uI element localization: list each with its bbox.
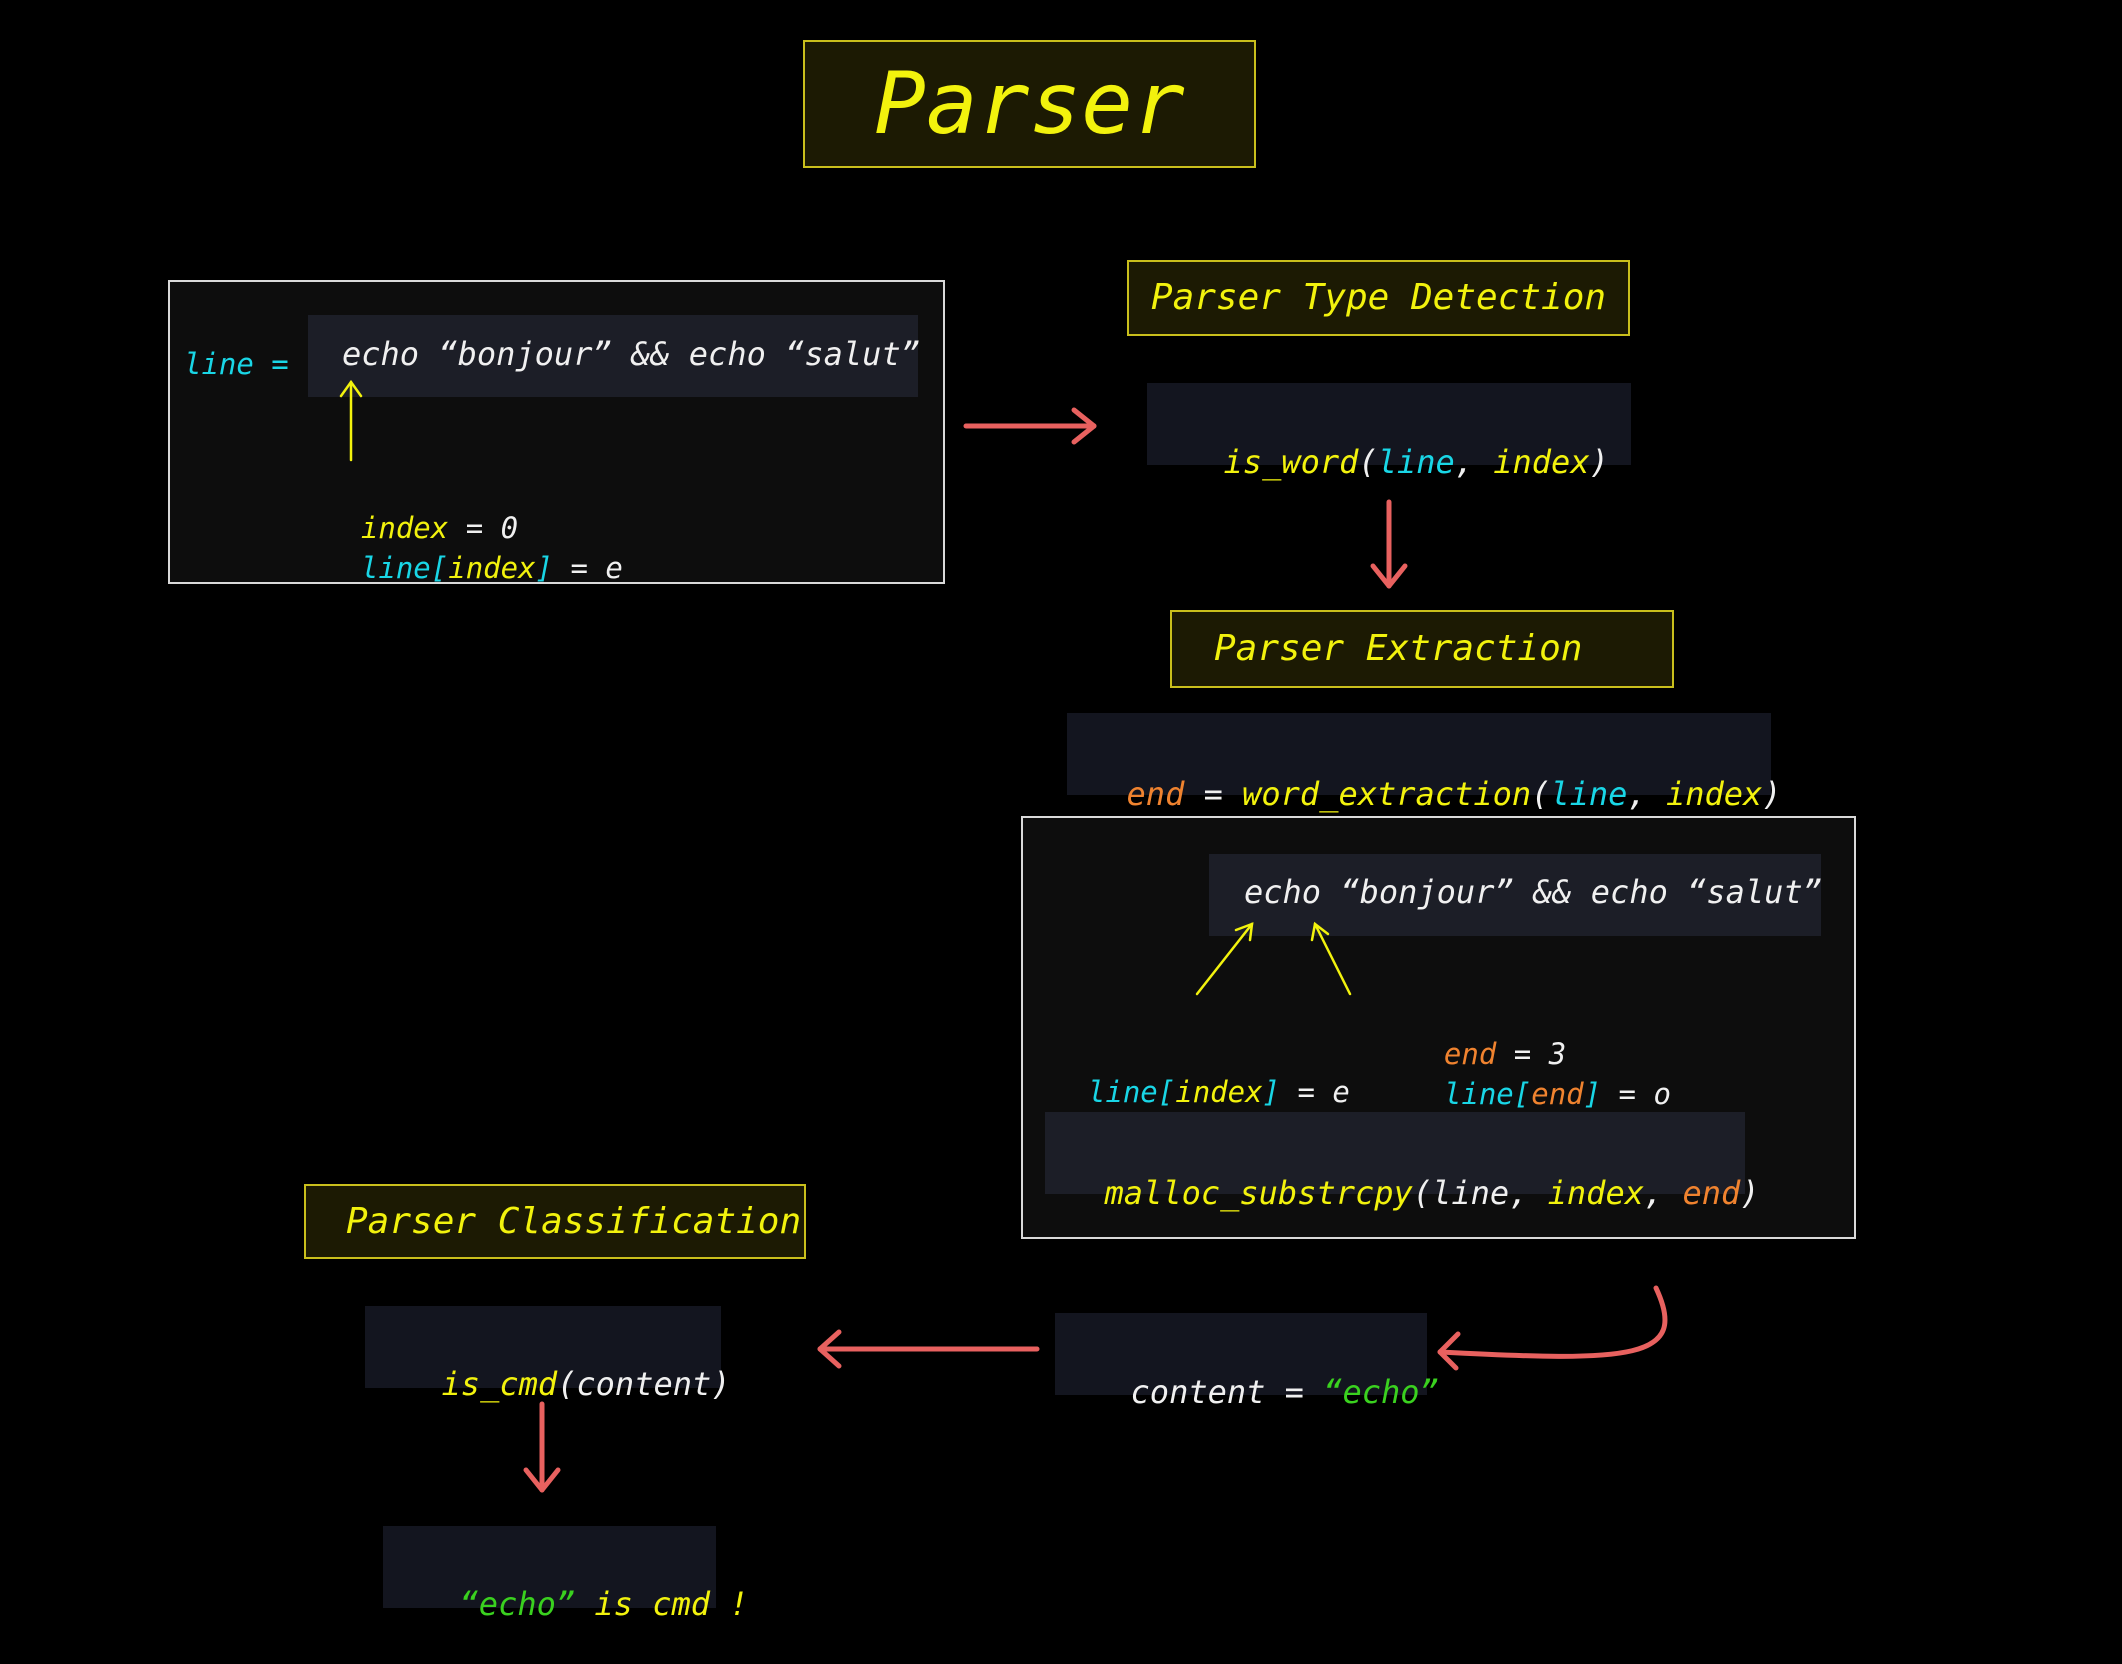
extraction-title-box: [1170, 610, 1674, 688]
detection-title-box: [1127, 260, 1630, 336]
is-word-call: is_word(line, index): [1185, 402, 1609, 482]
line-value: echo “bonjour” && echo “salut”: [342, 335, 920, 373]
bracket-close: ]: [1262, 1075, 1281, 1109]
flow-arrow-down-2: [523, 1401, 561, 1493]
result-text: “echo” is cmd !: [421, 1544, 749, 1624]
char-eq: = e: [1280, 1075, 1350, 1109]
index-value-label: index = 0: [326, 474, 518, 546]
result-block: [383, 1526, 716, 1608]
index-ref: index: [1175, 1075, 1263, 1109]
line-name: line: [1443, 1077, 1514, 1111]
index-ref: index: [448, 551, 536, 585]
comma: ,: [1509, 1174, 1548, 1212]
bracket-open: [: [1513, 1077, 1532, 1111]
is-word-block: [1147, 383, 1631, 465]
classification-title-box: [304, 1184, 806, 1259]
paren-open: (: [1531, 775, 1551, 813]
word-extraction-call: end = word_extraction(line, index): [1088, 734, 1782, 814]
bracket-close: ]: [1583, 1077, 1602, 1111]
arg-end: end: [1682, 1174, 1741, 1212]
arg-index: index: [1547, 1174, 1644, 1212]
is-cmd-args: (content): [557, 1365, 731, 1403]
extraction-title: Parser Extraction: [1214, 628, 1583, 669]
arg-line: line: [1550, 775, 1628, 813]
arg-index: index: [1665, 775, 1763, 813]
content-assignment: content = “echo”: [1092, 1332, 1439, 1412]
paren-close: ): [1589, 443, 1609, 481]
result-suffix: is cmd !: [575, 1585, 749, 1623]
flow-arrow-curve: [1437, 1285, 1668, 1371]
index-pointer-arrow: [339, 379, 363, 462]
content-name: content: [1130, 1373, 1266, 1411]
bracket-open: [: [430, 551, 449, 585]
line-name: line: [360, 551, 431, 585]
char-eq: = o: [1601, 1077, 1671, 1111]
content-value: “echo”: [1323, 1373, 1439, 1411]
end-pointer-arrow: [1310, 921, 1352, 996]
line-index-label-2: line[index] = e: [1053, 1038, 1350, 1110]
char-eq: = e: [553, 551, 623, 585]
malloc-block: [1045, 1112, 1745, 1194]
content-eq: =: [1265, 1373, 1324, 1411]
line-index-label: line[index] = e: [326, 514, 623, 586]
bracket-open: [: [1157, 1075, 1176, 1109]
comma: ,: [1643, 1174, 1683, 1212]
flow-arrow-right: [963, 407, 1097, 445]
is-cmd-call: is_cmd(content): [403, 1324, 731, 1404]
line-name: line: [1087, 1075, 1158, 1109]
line-code-block: [308, 315, 918, 397]
line-code-block-2: [1209, 854, 1821, 936]
var-end: end: [1126, 775, 1185, 813]
bracket-close: ]: [535, 551, 554, 585]
content-block: [1055, 1313, 1427, 1395]
arg-line: line: [1432, 1174, 1510, 1212]
malloc-call: malloc_substrcpy(line, index, end): [1066, 1133, 1760, 1213]
line-value-2: echo “bonjour” && echo “salut”: [1244, 873, 1822, 911]
arg-line: line: [1377, 443, 1455, 481]
line-label: line =: [184, 347, 289, 381]
end-value-label: end = 3: [1409, 1000, 1566, 1072]
arg-index: index: [1493, 443, 1590, 481]
end-ref: end: [1531, 1077, 1584, 1111]
index-eq: = 0: [448, 511, 519, 545]
assign: =: [1184, 775, 1243, 813]
index-pointer-arrow-2: [1195, 922, 1254, 996]
comma: ,: [1627, 775, 1666, 813]
paren-close: ): [1762, 775, 1782, 813]
title-box: [803, 40, 1256, 168]
end-name: end: [1443, 1037, 1497, 1071]
paren-open: (: [1412, 1174, 1433, 1212]
word-extraction-block: [1067, 713, 1771, 795]
comma: ,: [1454, 443, 1494, 481]
is-cmd-block: [365, 1306, 721, 1388]
end-eq: = 3: [1496, 1037, 1567, 1071]
is-word-fn: is_word: [1223, 443, 1359, 481]
line-end-label: line[end] = o: [1409, 1040, 1671, 1112]
paren-close: ): [1740, 1174, 1760, 1212]
flow-arrow-left: [817, 1329, 1040, 1369]
word-extraction-fn: word_extraction: [1242, 775, 1532, 813]
page-title: Parser: [874, 54, 1185, 154]
paren-open: (: [1358, 443, 1378, 481]
classification-title: Parser Classification: [346, 1201, 802, 1242]
is-cmd-fn: is_cmd: [441, 1365, 558, 1403]
malloc-fn: malloc_substrcpy: [1104, 1174, 1413, 1212]
result-quoted: “echo”: [459, 1585, 576, 1623]
detection-title: Parser Type Detection: [1150, 277, 1607, 318]
flow-arrow-down-1: [1370, 499, 1408, 589]
index-name: index: [360, 511, 449, 545]
